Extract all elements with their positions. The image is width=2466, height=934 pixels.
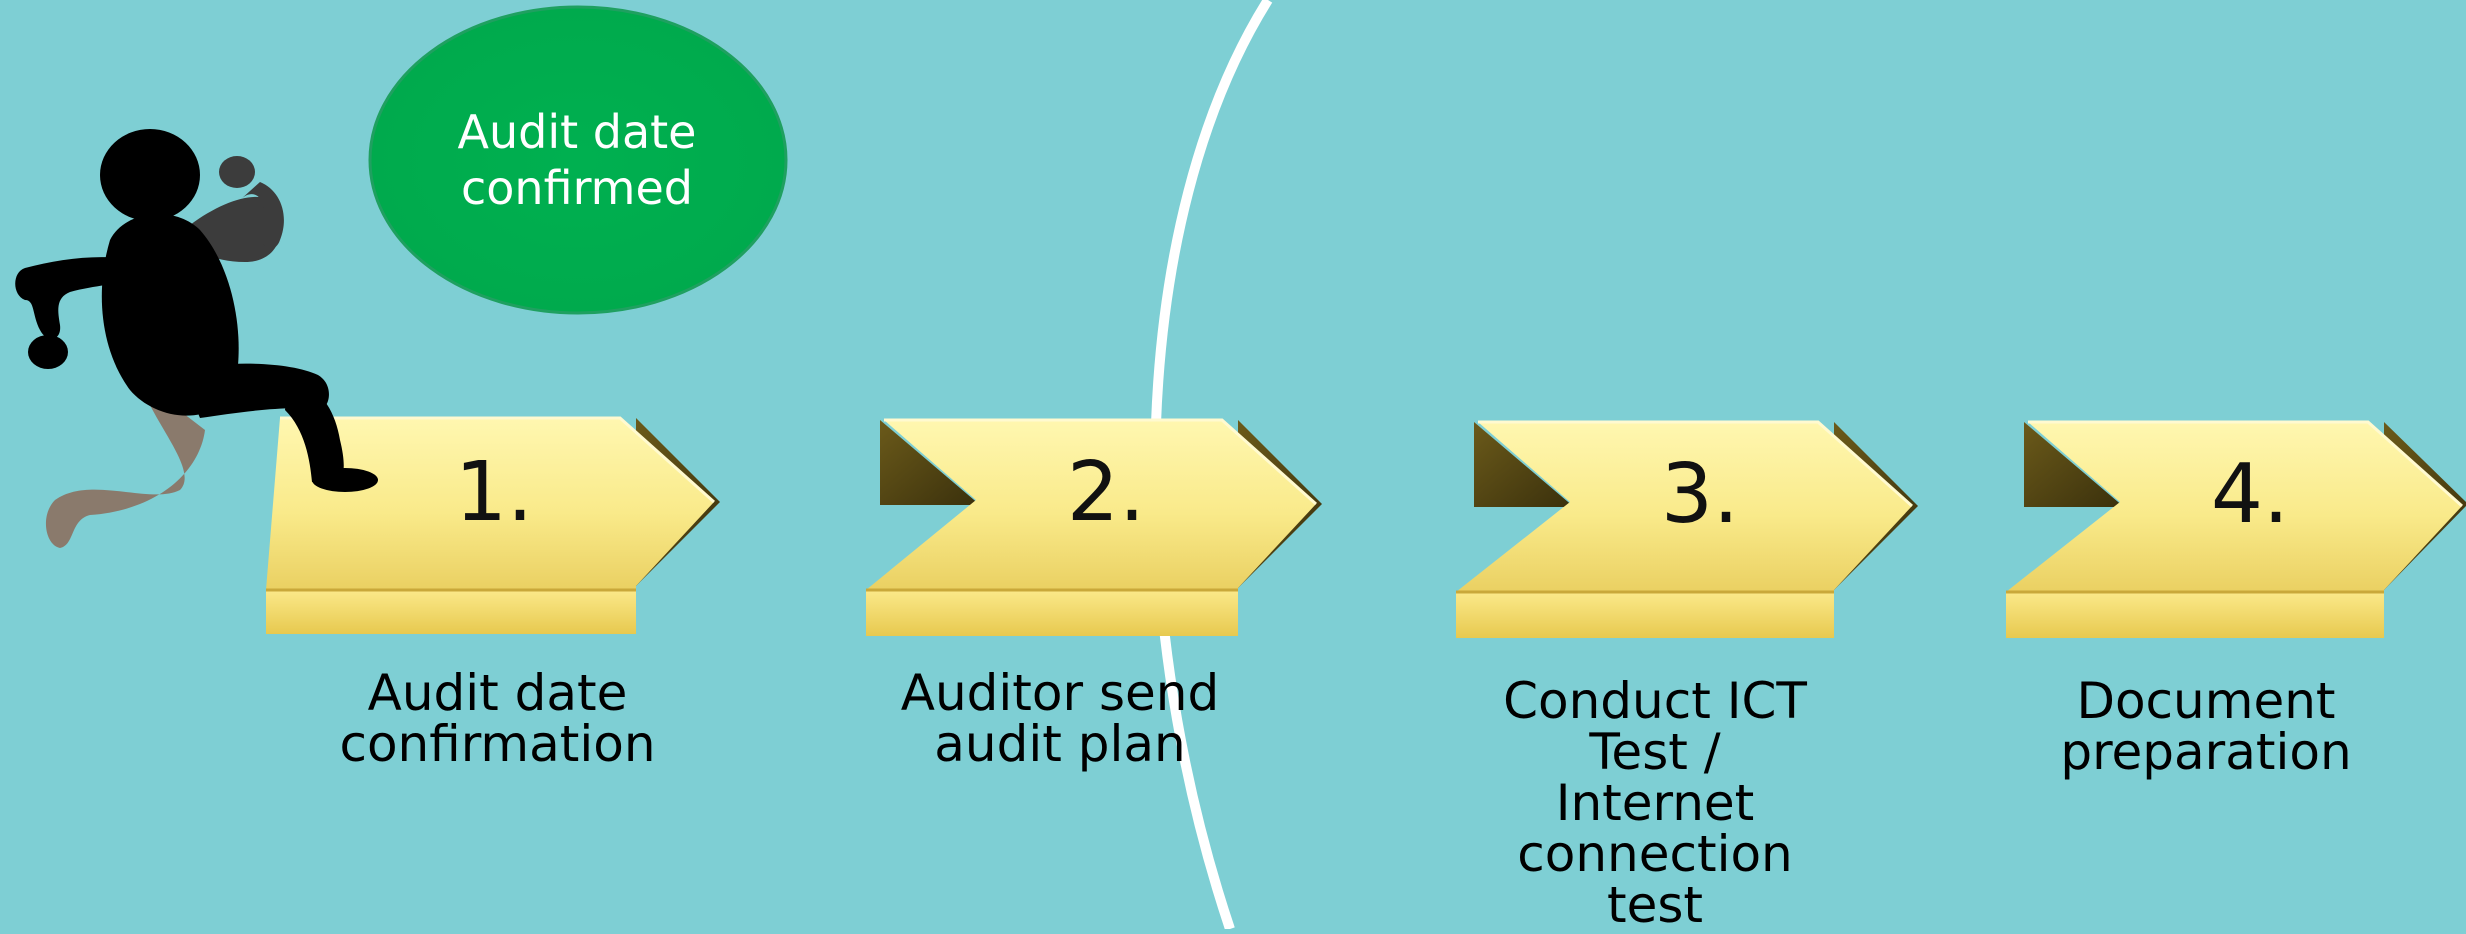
step-3-number: 3. (1661, 447, 1739, 542)
step-1-arrow: 1. (266, 416, 720, 634)
step-3-arrow: 3. (1456, 420, 1918, 638)
step-2-arrow: 2. (866, 418, 1322, 636)
step-3-caption: Conduct ICT Test / Internet connection t… (1503, 672, 1807, 934)
step-4-number: 4. (2211, 447, 2289, 542)
running-person-icon (15, 129, 378, 548)
step-4-caption: Document preparation (2060, 672, 2352, 781)
bubble-label: Audit date confirmed (457, 105, 697, 215)
speech-bubble (368, 5, 788, 315)
step-1-number: 1. (455, 445, 533, 540)
step-2-caption: Auditor send audit plan (900, 664, 1220, 773)
step-1-caption: Audit date confirmation (339, 664, 656, 773)
step-2-number: 2. (1067, 445, 1145, 540)
step-4-arrow: 4. (2006, 420, 2466, 638)
